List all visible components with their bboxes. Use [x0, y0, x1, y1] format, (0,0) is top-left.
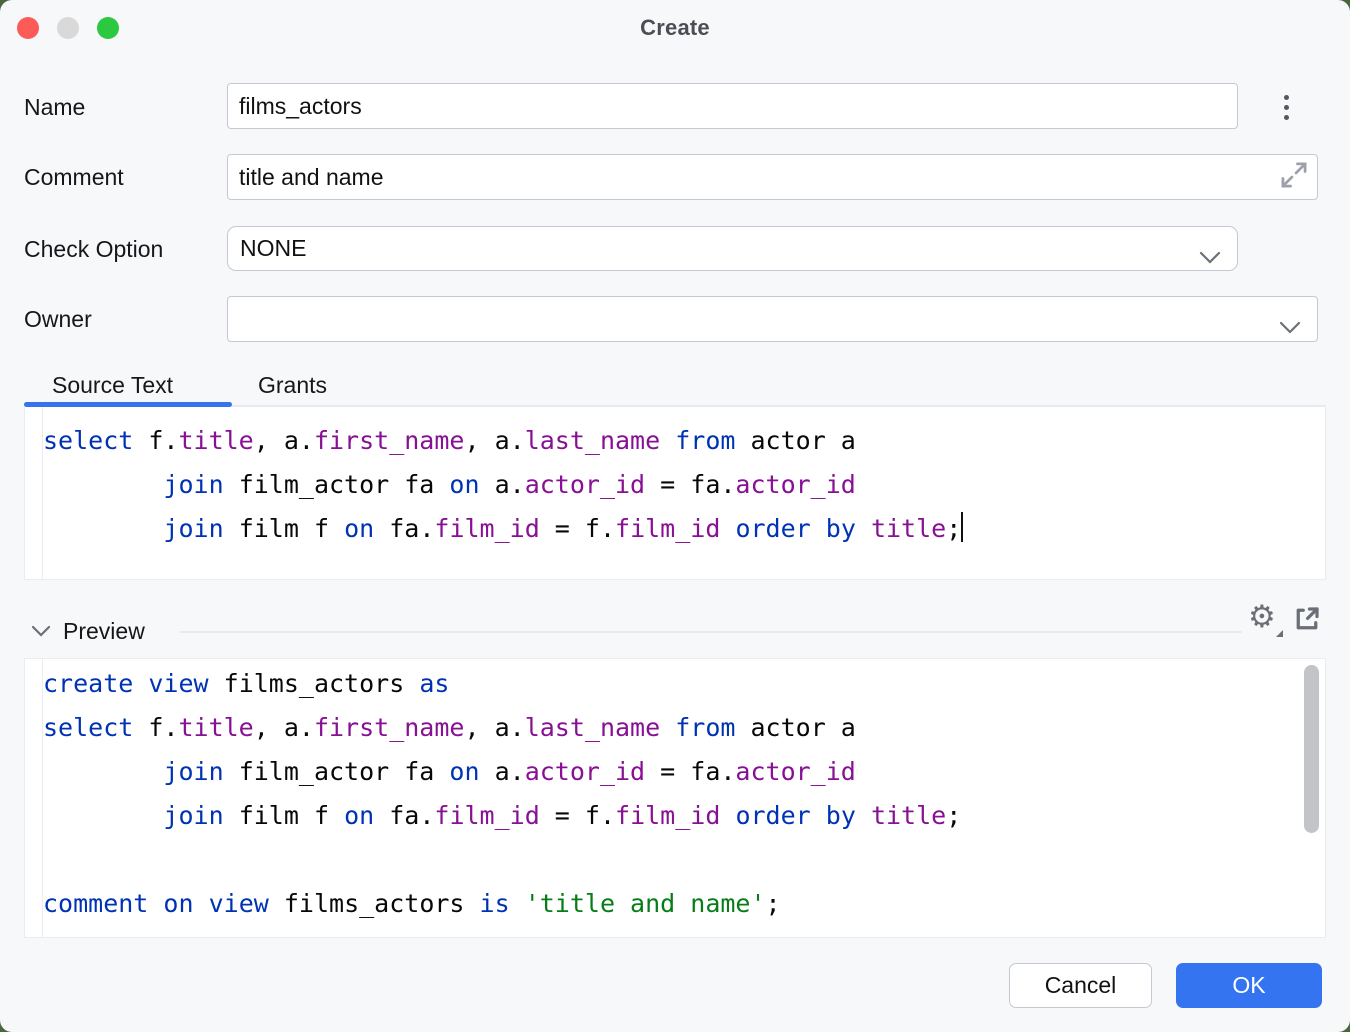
active-tab-indicator — [24, 402, 232, 407]
expand-editor-icon[interactable] — [1276, 157, 1312, 198]
editor-gutter — [25, 407, 43, 579]
preview-code: create view films_actors as select f.titl… — [43, 662, 1323, 926]
editor-gutter — [25, 659, 43, 937]
minimize-button[interactable] — [57, 17, 79, 39]
check-option-select[interactable]: NONE — [227, 226, 1238, 271]
code-line: join film_actor fa on a.actor_id = fa.ac… — [163, 757, 856, 786]
preview-editor: create view films_actors as select f.titl… — [24, 658, 1326, 938]
cancel-button[interactable]: Cancel — [1009, 963, 1152, 1008]
vertical-scrollbar[interactable] — [1304, 665, 1319, 833]
code-line: create view films_actors as — [43, 669, 450, 698]
source-code[interactable]: select f.title, a.first_name, a.last_nam… — [43, 419, 1323, 551]
settings-gear-icon[interactable]: ⚙ — [1248, 599, 1276, 635]
preview-divider — [180, 631, 1242, 633]
collapse-chevron-icon[interactable] — [31, 624, 51, 642]
name-input[interactable] — [227, 83, 1238, 129]
kebab-menu-icon[interactable] — [1272, 90, 1300, 124]
close-button[interactable] — [17, 17, 39, 39]
tab-grants[interactable]: Grants — [258, 372, 328, 398]
code-line — [43, 838, 1323, 882]
check-option-value: NONE — [240, 235, 307, 261]
code-line: select f.title, a.first_name, a.last_nam… — [43, 426, 856, 455]
owner-select[interactable] — [227, 296, 1318, 342]
check-option-label: Check Option — [24, 236, 164, 262]
code-line: comment on view films_actors is 'title a… — [43, 889, 781, 918]
comment-label: Comment — [24, 164, 124, 190]
zoom-button[interactable] — [97, 17, 119, 39]
code-line: select f.title, a.first_name, a.last_nam… — [43, 713, 856, 742]
text-caret — [961, 512, 964, 542]
source-editor[interactable]: select f.title, a.first_name, a.last_nam… — [24, 407, 1326, 580]
comment-input[interactable] — [227, 154, 1318, 200]
code-line: join film f on fa.film_id = f.film_id or… — [163, 512, 964, 543]
code-line: join film_actor fa on a.actor_id = fa.ac… — [163, 470, 856, 499]
owner-label: Owner — [24, 306, 92, 332]
code-line: join film f on fa.film_id = f.film_id or… — [163, 801, 962, 830]
dialog-title: Create — [640, 15, 710, 40]
chevron-down-icon — [1279, 313, 1301, 340]
chevron-down-icon — [1199, 243, 1221, 270]
ok-button[interactable]: OK — [1176, 963, 1322, 1008]
tab-divider — [24, 405, 1326, 407]
open-in-window-icon[interactable] — [1292, 604, 1322, 639]
name-label: Name — [24, 94, 86, 120]
tab-source-text[interactable]: Source Text — [52, 372, 174, 398]
gear-dropdown-arrow-icon — [1276, 630, 1283, 637]
preview-title: Preview — [63, 618, 145, 644]
